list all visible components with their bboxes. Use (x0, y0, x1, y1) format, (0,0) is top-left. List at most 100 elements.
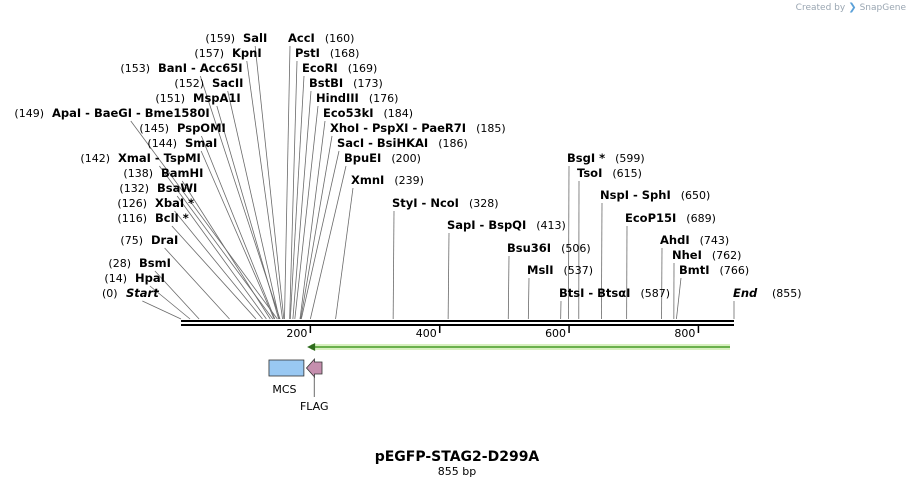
backbone (181, 321, 734, 325)
leader-line-pspomi (201, 136, 274, 319)
site-position-msli: (537) (564, 264, 594, 277)
leader-line-msli (528, 278, 529, 319)
site-position-psti: (168) (330, 47, 360, 60)
site-name-nhei: NheI (672, 248, 702, 262)
site-position-apai: (149) (14, 107, 44, 120)
site-position-sapi: (413) (536, 219, 566, 232)
map-length: 855 bp (438, 465, 476, 478)
site-position-ecori: (169) (348, 62, 378, 75)
tick-label-800: 800 (674, 327, 695, 340)
site-name-xhoi: XhoI - PspXI - PaeR7I (330, 121, 466, 135)
site-position-sacii: (152) (174, 77, 204, 90)
snapgene-brand: Created by ❯ SnapGene (796, 2, 906, 13)
leader-line-sali (255, 46, 284, 319)
brand-name: SnapGene (860, 3, 906, 13)
site-position-ecop15i: (689) (686, 212, 716, 225)
site-name-pspomi: PspOMI (177, 121, 226, 135)
leader-line-bpuei (310, 166, 346, 319)
site-position-hindiii: (176) (369, 92, 399, 105)
site-name-bsu36i: Bsu36I (507, 241, 551, 255)
site-position-saci: (186) (438, 137, 468, 150)
leader-line-sapi (448, 233, 449, 319)
site-position-xbai: (126) (117, 197, 147, 210)
tick-label-600: 600 (545, 327, 566, 340)
site-position-ahdi: (743) (700, 234, 730, 247)
start-label: Start (126, 286, 159, 300)
site-name-sali: SalI (243, 31, 267, 45)
site-position-bpuei: (200) (391, 152, 421, 165)
site-name-kpni: KpnI (232, 46, 262, 60)
leader-line-bmti (676, 278, 681, 319)
site-name-ahdi: AhdI (660, 233, 690, 247)
leader-line-acci (284, 46, 290, 319)
site-name-xbai: XbaI * (155, 196, 194, 210)
site-position-btsi: (587) (640, 287, 670, 300)
site-name-hpai: HpaI (135, 271, 165, 285)
feature-flag[interactable] (306, 359, 322, 377)
leader-line-ecori (290, 76, 304, 319)
tick-label-400: 400 (416, 327, 437, 340)
leader-line-xbai (175, 211, 263, 319)
leader-line-nspi (601, 203, 602, 319)
site-position-bcli: (116) (117, 212, 147, 225)
site-name-bsgi: BsgI * (567, 151, 605, 165)
site-position-bstbi: (173) (353, 77, 383, 90)
ruler-ticks: 200 400 600 800 (286, 326, 698, 340)
site-position-hpai: (14) (104, 272, 127, 285)
site-position-bsgi: (599) (615, 152, 645, 165)
leader-line-bsu36i (508, 256, 509, 319)
site-name-eco53ki: Eco53kI (323, 106, 374, 120)
feature-mcs[interactable] (269, 360, 304, 376)
brand-prefix: Created by (796, 3, 846, 13)
site-name-bstbi: BstBI (309, 76, 343, 90)
site-name-sacii: SacII (212, 76, 243, 90)
site-name-mspa1i: MspA1I (193, 91, 241, 105)
site-name-nspi: NspI - SphI (600, 188, 671, 202)
leader-line-drai (165, 248, 230, 319)
site-position-bsu36i: (506) (561, 242, 591, 255)
tick-label-200: 200 (286, 327, 307, 340)
site-name-tsoi: TsoI (577, 166, 602, 180)
site-name-bcli: BclI * (155, 211, 189, 225)
site-position-bamhi: (138) (123, 167, 153, 180)
leader-line-xmni (336, 188, 353, 319)
site-name-drai: DraI (151, 233, 178, 247)
site-name-acci: AccI (288, 31, 315, 45)
feature-label-mcs: MCS (272, 383, 296, 396)
site-position-bani: (153) (120, 62, 150, 75)
site-position-nhei: (762) (712, 249, 742, 262)
site-position-sali: (159) (205, 32, 235, 45)
leader-line-bsawi (177, 196, 266, 319)
site-name-sapi: SapI - BspQI (447, 218, 526, 232)
site-position-xhoi: (185) (476, 122, 506, 135)
site-name-bsmi: BsmI (139, 256, 171, 270)
start-position: (0) (102, 287, 118, 300)
site-name-xmni: XmnI (351, 173, 384, 187)
site-position-xmai: (142) (80, 152, 110, 165)
leader-line-eco53ki (300, 121, 325, 319)
leader-line-mspa1i (217, 106, 279, 319)
site-position-nspi: (650) (681, 189, 711, 202)
site-position-bsawi: (132) (119, 182, 149, 195)
site-name-ecop15i: EcoP15I (625, 211, 676, 225)
map-title: pEGFP-STAG2-D299A (375, 449, 540, 465)
site-position-styi: (328) (469, 197, 499, 210)
site-name-bmti: BmtI (679, 263, 710, 277)
site-position-eco53ki: (184) (384, 107, 414, 120)
site-name-bamhi: BamHI (161, 166, 203, 180)
leader-line-bstbi (293, 91, 311, 319)
leader-line-start (142, 301, 181, 319)
site-name-msli: MslI (527, 263, 554, 277)
site-name-xmai: XmaI - TspMI (118, 151, 201, 165)
site-position-xmni: (239) (394, 174, 424, 187)
site-name-bsawi: BsaWI (157, 181, 197, 195)
site-name-ecori: EcoRI (302, 61, 338, 75)
site-position-smai: (144) (147, 137, 177, 150)
site-name-psti: PstI (295, 46, 320, 60)
site-name-btsi: BtsI - BtsαI (559, 286, 630, 300)
site-position-drai: (75) (120, 234, 143, 247)
site-position-mspa1i: (151) (155, 92, 185, 105)
site-name-hindiii: HindIII (316, 91, 359, 105)
